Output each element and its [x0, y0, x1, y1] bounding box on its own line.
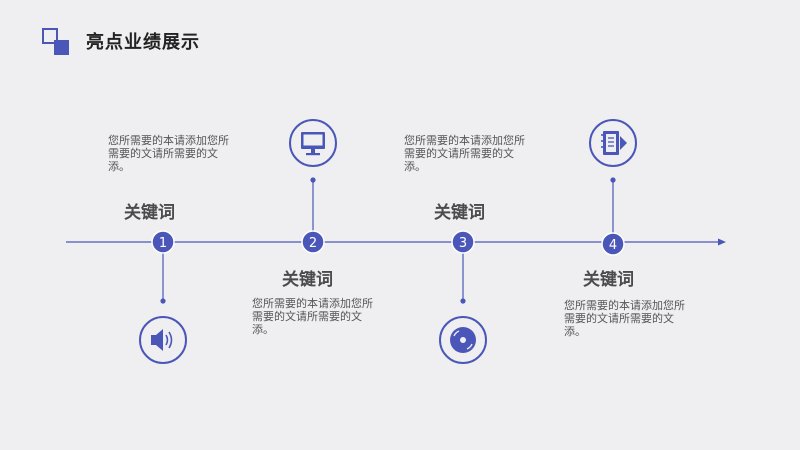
keyword-2: 关键词	[282, 270, 333, 290]
node-number-2: 2	[309, 236, 317, 251]
description-3: 您所需要的本请添加您所需要的文请所需要的文添。	[404, 134, 525, 173]
node-2: 2	[301, 230, 325, 254]
node-number-1: 1	[159, 236, 167, 251]
description-2: 您所需要的本请添加您所需要的文请所需要的文添。	[252, 297, 373, 336]
connector-dot-2	[310, 177, 316, 183]
notebook-icon	[589, 119, 637, 167]
speaker-icon	[139, 316, 187, 364]
connector-dot-3	[460, 298, 466, 304]
node-3: 3	[451, 230, 475, 254]
monitor-icon	[289, 119, 337, 167]
disc-icon	[439, 316, 487, 364]
node-4: 4	[601, 232, 625, 256]
connector-dot-4	[610, 177, 616, 183]
keyword-1: 关键词	[124, 203, 175, 223]
description-4: 您所需要的本请添加您所需要的文请所需要的文添。	[564, 299, 685, 338]
logo-icon	[42, 28, 70, 56]
node-number-3: 3	[459, 236, 467, 251]
keyword-3: 关键词	[434, 203, 485, 223]
timeline-arrow	[718, 238, 726, 246]
node-number-4: 4	[609, 238, 617, 253]
node-1: 1	[151, 230, 175, 254]
connector-dot-1	[160, 298, 166, 304]
description-1: 您所需要的本请添加您所需要的文请所需要的文添。	[108, 134, 229, 173]
keyword-4: 关键词	[583, 270, 634, 290]
page-title: 亮点业绩展示	[86, 32, 200, 53]
